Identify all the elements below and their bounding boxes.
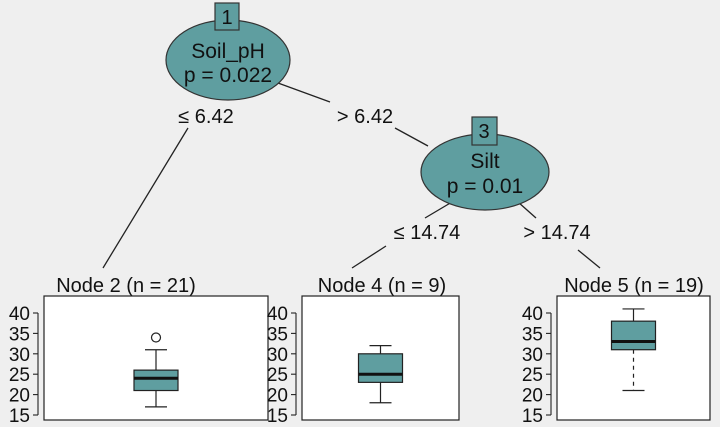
y-tick-label: 35 [522, 324, 543, 345]
y-tick-label: 25 [522, 365, 543, 386]
y-tick-label: 15 [522, 406, 543, 427]
edge-1-right-upper [277, 82, 331, 103]
y-tick-label: 30 [9, 345, 30, 366]
node-p-value-1: p = 0.022 [184, 64, 272, 87]
interquartile-box [133, 369, 179, 392]
y-tick-label: 20 [522, 386, 543, 407]
terminal-node-title: Node 2 (n = 21) [56, 275, 196, 297]
y-tick-label: 30 [267, 345, 288, 366]
y-tick-label: 20 [9, 386, 30, 407]
edge-3-left-lower [351, 245, 387, 269]
inner-node-3: 3 Silt p = 0.01 [420, 116, 550, 211]
y-tick-label: 20 [267, 386, 288, 407]
node-id-1: 1 [221, 7, 232, 29]
edge-label-3-right: > 14.74 [523, 222, 590, 244]
edge-3-left [424, 201, 453, 219]
node-id-box-3 [471, 116, 498, 146]
node-variable-3: Silt [470, 150, 499, 173]
node-variable-1: Soil_pH [191, 40, 265, 63]
y-tick-label: 35 [267, 324, 288, 345]
node-p-value-3: p = 0.01 [447, 175, 523, 198]
y-tick-label: 15 [267, 406, 288, 427]
edge-1-left [102, 127, 189, 269]
inner-node-1: 1 Soil_pH p = 0.022 [165, 2, 291, 101]
terminal-node-title: Node 4 (n = 9) [318, 275, 446, 297]
y-tick-label: 40 [522, 304, 543, 325]
y-tick-label: 25 [9, 365, 30, 386]
interquartile-box [357, 353, 404, 383]
edge-label-1-left: ≤ 6.42 [178, 106, 233, 128]
edge-label-3-left: ≤ 14.74 [394, 222, 461, 244]
node-id-box-1 [214, 2, 240, 31]
y-tick-label: 15 [9, 406, 30, 427]
interquartile-box [610, 320, 657, 351]
outlier-point [150, 332, 162, 343]
terminal-node-title: Node 5 (n = 19) [564, 275, 704, 297]
edge-label-1-right: > 6.42 [337, 106, 393, 128]
y-tick-label: 25 [267, 365, 288, 386]
edge-3-right-lower [577, 249, 601, 269]
y-tick-label: 35 [9, 324, 30, 345]
edge-3-right [517, 201, 537, 219]
node-id-3: 3 [478, 121, 489, 143]
y-tick-label: 40 [267, 304, 288, 325]
y-tick-label: 40 [9, 304, 30, 325]
y-tick-label: 30 [522, 345, 543, 366]
edge-1-right-lower [394, 127, 429, 147]
